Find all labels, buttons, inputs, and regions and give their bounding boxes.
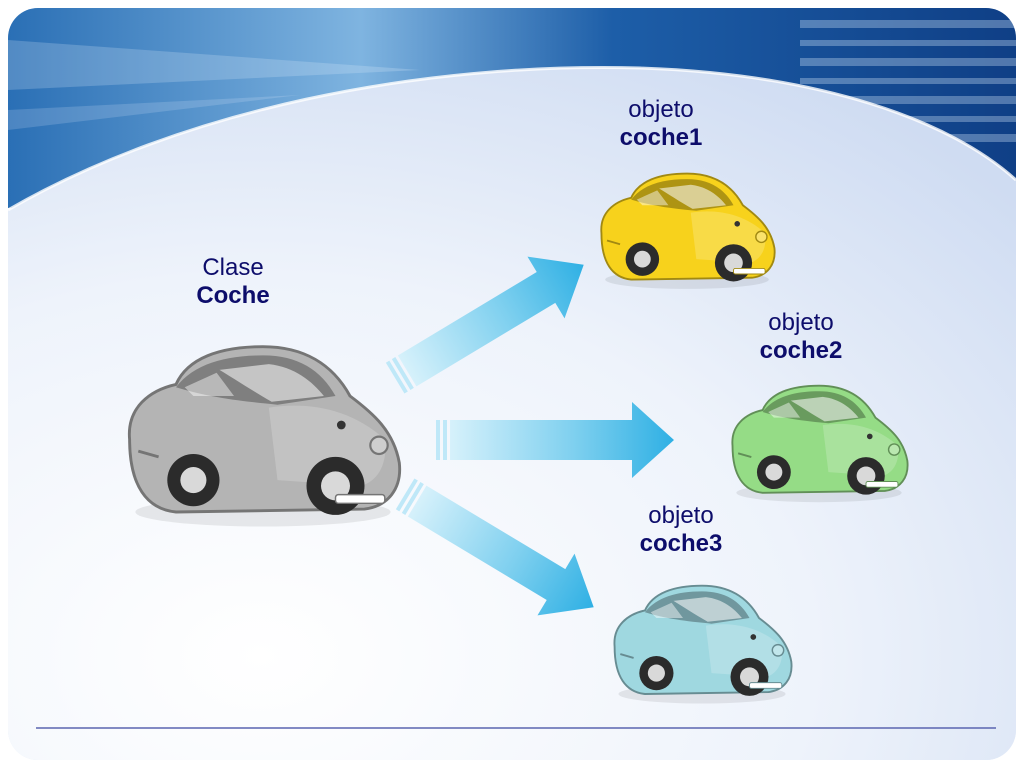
arrow-to-coche3: [395, 478, 594, 616]
class-label: Clase Coche: [168, 254, 298, 311]
object-label-coche2: objeto coche2: [736, 309, 866, 366]
object-label-coche1: objeto coche1: [596, 96, 726, 153]
object-car-coche2-illustration: [731, 384, 909, 503]
object-car-coche1-illustration: [600, 172, 776, 289]
background: [8, 8, 1016, 760]
arrow-to-coche2: [436, 402, 674, 478]
object-label-name: coche3: [639, 530, 723, 558]
class-label-name: Coche: [196, 282, 270, 310]
object-label-line1: objeto: [628, 96, 694, 123]
object-label-line1: objeto: [648, 502, 714, 529]
class-label-line1: Clase: [202, 254, 264, 281]
object-label-coche3: objeto coche3: [616, 502, 746, 559]
object-label-name: coche2: [759, 337, 843, 365]
object-label-name: coche1: [619, 124, 703, 152]
object-car-coche3-illustration: [613, 584, 793, 704]
arrow-to-coche1: [385, 256, 584, 394]
class-car-illustration: [128, 345, 402, 527]
object-label-line1: objeto: [768, 309, 834, 336]
